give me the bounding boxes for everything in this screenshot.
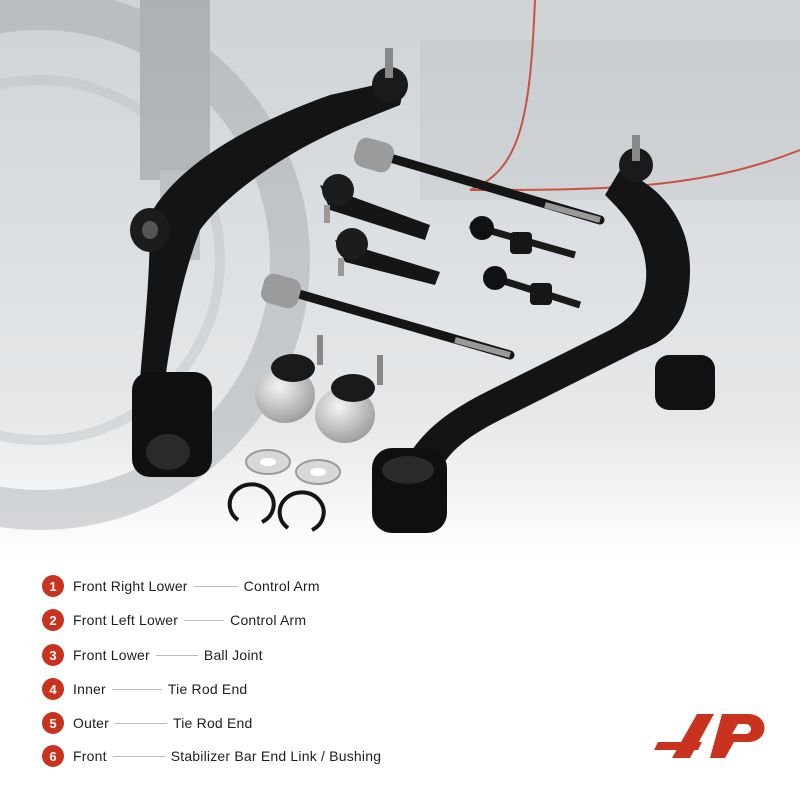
legend-number-badge: 3 xyxy=(42,644,64,666)
product-photo xyxy=(0,0,800,560)
legend-item-4: 4 Inner Tie Rod End xyxy=(42,677,247,701)
leader-line xyxy=(111,688,162,690)
legend-item-6: 6 Front Stabilizer Bar End Link / Bushin… xyxy=(42,744,381,768)
legend-item-name: Front xyxy=(73,748,107,764)
legend-item-name: Front Lower xyxy=(73,647,150,663)
front-left-lower-control-arm xyxy=(372,135,715,533)
front-stabilizer-bar-end-link xyxy=(469,216,582,309)
front-right-lower-control-arm xyxy=(130,48,408,477)
inner-tie-rod-end xyxy=(260,137,605,360)
legend-item-name: Inner xyxy=(73,681,106,697)
legend-number-badge: 2 xyxy=(42,609,64,631)
legend-item-2: 2 Front Left Lower Control Arm xyxy=(42,608,306,632)
leader-line xyxy=(112,755,165,757)
legend-item-part: Control Arm xyxy=(243,578,320,594)
legend-number-badge: 6 xyxy=(42,745,64,767)
legend-item-part: Control Arm xyxy=(230,612,307,628)
legend-item-name: Front Left Lower xyxy=(73,612,179,628)
legend-item-3: 3 Front Lower Ball Joint xyxy=(42,643,263,667)
legend-item-part: Ball Joint xyxy=(203,647,263,663)
legend-number-badge: 4 xyxy=(42,678,64,700)
legend-item-name: Front Right Lower xyxy=(73,578,188,594)
legend-number-badge: 5 xyxy=(42,712,64,734)
outer-tie-rod-end xyxy=(320,174,440,285)
lock-washers xyxy=(245,449,341,485)
legend-item-part: Tie Rod End xyxy=(173,715,253,731)
legend-item-part: Tie Rod End xyxy=(167,681,248,697)
legend-item-5: 5 Outer Tie Rod End xyxy=(42,711,253,735)
suspension-kit-illustration xyxy=(0,0,800,560)
leader-line xyxy=(184,619,225,621)
legend-item-name: Outer xyxy=(73,715,110,731)
leader-line xyxy=(193,585,238,587)
brand-logo-icon xyxy=(654,714,765,758)
background-wheel xyxy=(0,0,800,530)
brand-logo xyxy=(652,708,772,764)
legend-number-badge: 1 xyxy=(42,575,64,597)
legend-item-part: Stabilizer Bar End Link / Bushing xyxy=(170,748,382,764)
snap-rings xyxy=(227,482,326,532)
leader-line xyxy=(155,654,198,656)
front-lower-ball-joint xyxy=(255,335,383,443)
leader-line xyxy=(115,722,168,724)
legend-item-1: 1 Front Right Lower Control Arm xyxy=(42,574,320,598)
parts-legend: 1 Front Right Lower Control Arm 2 Front … xyxy=(0,566,800,800)
